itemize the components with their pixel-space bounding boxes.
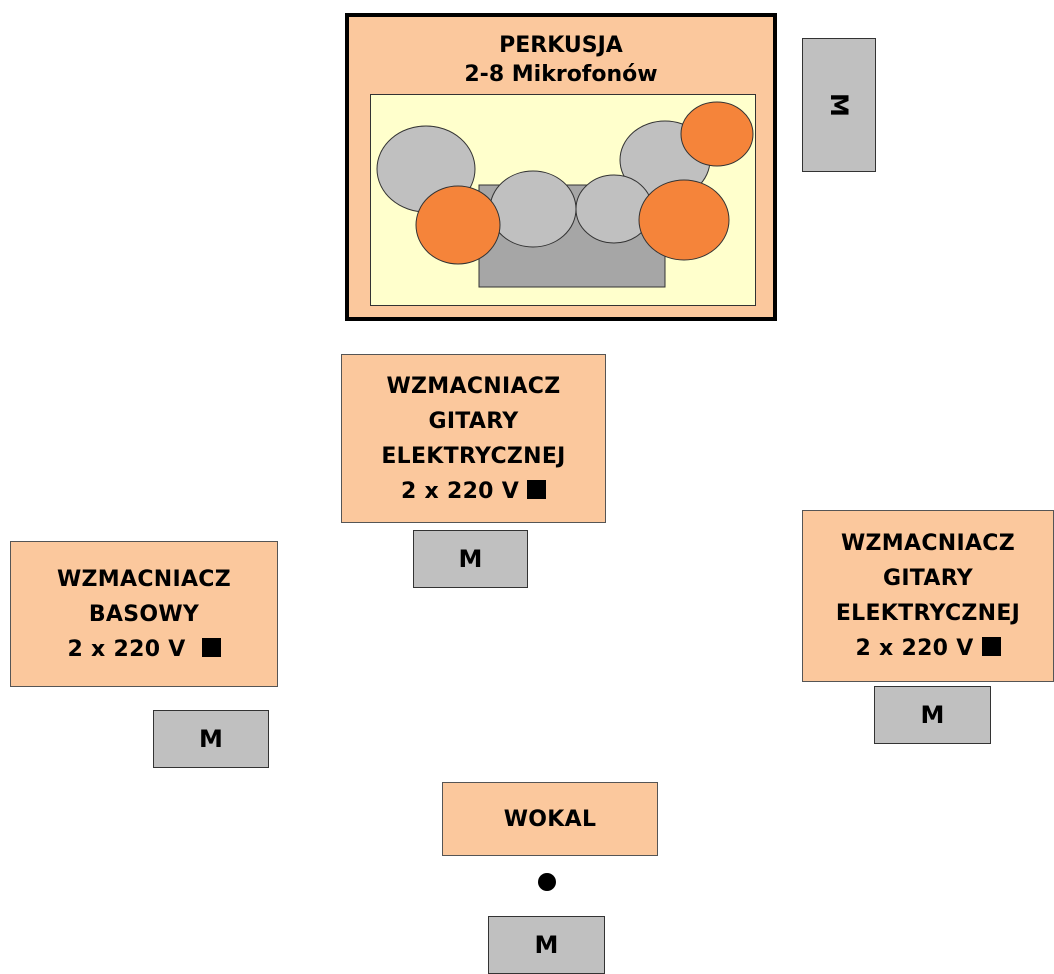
amp-center-line1: WZMACNIACZ — [386, 373, 561, 399]
microphone-stand-icon — [538, 873, 556, 891]
cymbal-small-right — [680, 101, 754, 167]
drum-title-line2: 2-8 Mikrofonów — [464, 62, 658, 87]
vocal-label: WOKAL — [503, 806, 597, 832]
monitor-drums-label: M — [824, 93, 853, 117]
amp-guitar-right: WZMACNIACZ GITARY ELEKTRYCZNEJ 2 x 220 V — [802, 510, 1054, 682]
monitor-right-label: M — [920, 701, 945, 729]
amp-right-power: 2 x 220 V — [855, 631, 1001, 666]
amp-guitar-center: WZMACNIACZ GITARY ELEKTRYCZNEJ 2 x 220 V — [341, 354, 606, 523]
monitor-vocal: M — [488, 916, 605, 974]
amp-right-line3: ELEKTRYCZNEJ — [835, 601, 1021, 626]
monitor-bass-label: M — [199, 725, 223, 753]
drum-title-line1: PERKUSJA — [499, 33, 623, 58]
power-socket-icon — [201, 637, 221, 657]
drum-kit-illustration — [370, 94, 756, 306]
monitor-center-label: M — [458, 545, 483, 573]
amp-bass: WZMACNIACZ BASOWY 2 x 220 V — [10, 541, 278, 687]
amp-center-line4: 2 x 220 V — [400, 478, 520, 504]
amp-right-line4: 2 x 220 V — [855, 636, 974, 661]
tom-center-left — [489, 170, 577, 248]
amp-center-power: 2 x 220 V — [400, 474, 547, 509]
amp-bass-line2: BASOWY — [88, 601, 200, 627]
amp-bass-line3: 2 x 220 V — [67, 636, 186, 662]
amp-center-line3: ELEKTRYCZNEJ — [381, 443, 566, 469]
floor-tom-right — [638, 179, 730, 261]
amp-center-line2: GITARY — [428, 408, 519, 434]
vocal-box: WOKAL — [442, 782, 658, 856]
monitor-drums: M — [802, 38, 876, 172]
monitor-bass: M — [153, 710, 269, 768]
amp-right-line1: WZMACNIACZ — [840, 531, 1015, 556]
monitor-center: M — [413, 530, 528, 588]
amp-bass-power: 2 x 220 V — [67, 632, 221, 667]
power-socket-icon — [981, 637, 1001, 656]
monitor-right: M — [874, 686, 991, 744]
floor-tom-left — [415, 185, 501, 265]
monitor-vocal-label: M — [534, 931, 559, 959]
drum-kit-title: PERKUSJA 2-8 Mikrofonów — [349, 31, 773, 89]
power-socket-icon — [527, 479, 547, 499]
amp-bass-line1: WZMACNIACZ — [56, 566, 231, 592]
amp-right-line2: GITARY — [882, 566, 974, 591]
